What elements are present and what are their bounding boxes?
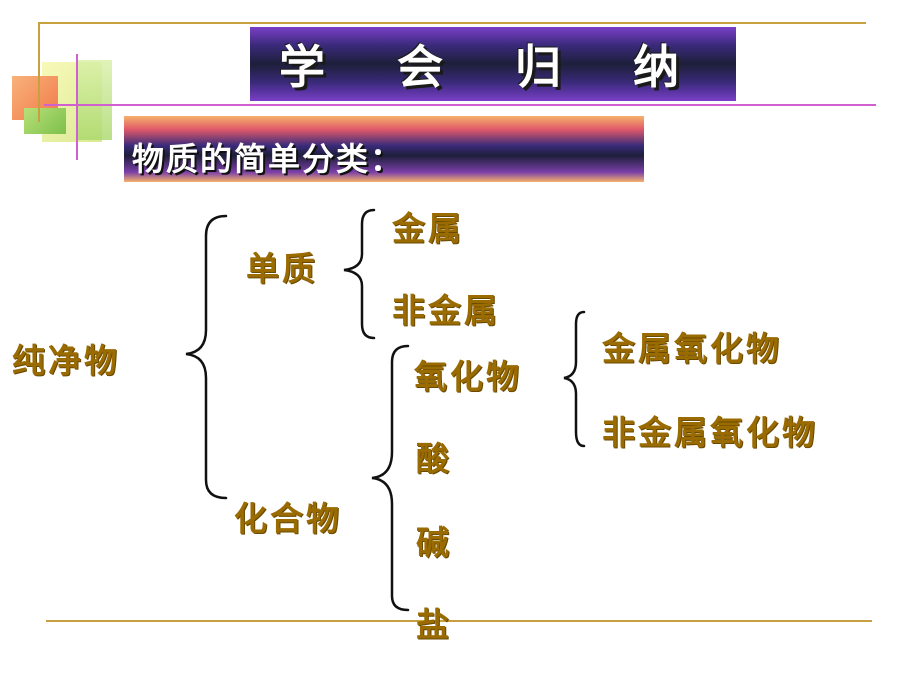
node-root: 纯净物 xyxy=(12,341,120,380)
node-metal: 金属 xyxy=(392,209,464,248)
brace-compound xyxy=(371,344,410,612)
magenta-vertical-rule xyxy=(76,54,78,160)
subtitle-banner xyxy=(124,116,644,182)
node-nonmetal: 非金属 xyxy=(392,291,500,330)
node-acid: 酸 xyxy=(416,439,452,478)
node-base: 碱 xyxy=(416,523,452,562)
node-oxide: 氧化物 xyxy=(414,357,522,396)
title-banner: 学 会 归 纳 xyxy=(250,27,736,101)
brace-oxide xyxy=(563,310,586,448)
decor-square-green xyxy=(78,60,112,140)
decor-square-lime xyxy=(24,108,66,134)
node-compound: 化合物 xyxy=(234,499,342,538)
brace-simple-substance xyxy=(343,208,376,340)
bottom-rule xyxy=(46,620,872,622)
node-salt: 盐 xyxy=(416,605,452,644)
node-metal-oxide: 金属氧化物 xyxy=(602,329,782,368)
node-simple-substance: 单质 xyxy=(246,249,318,288)
top-rule xyxy=(38,22,866,24)
brace-root xyxy=(185,214,228,500)
node-nonmetal-oxide: 非金属氧化物 xyxy=(602,413,818,452)
page-subtitle: 物质的简单分类： xyxy=(132,140,405,178)
left-rule xyxy=(38,22,40,122)
page-title: 学 会 归 纳 xyxy=(278,40,708,94)
magenta-horizontal-rule xyxy=(44,104,876,106)
